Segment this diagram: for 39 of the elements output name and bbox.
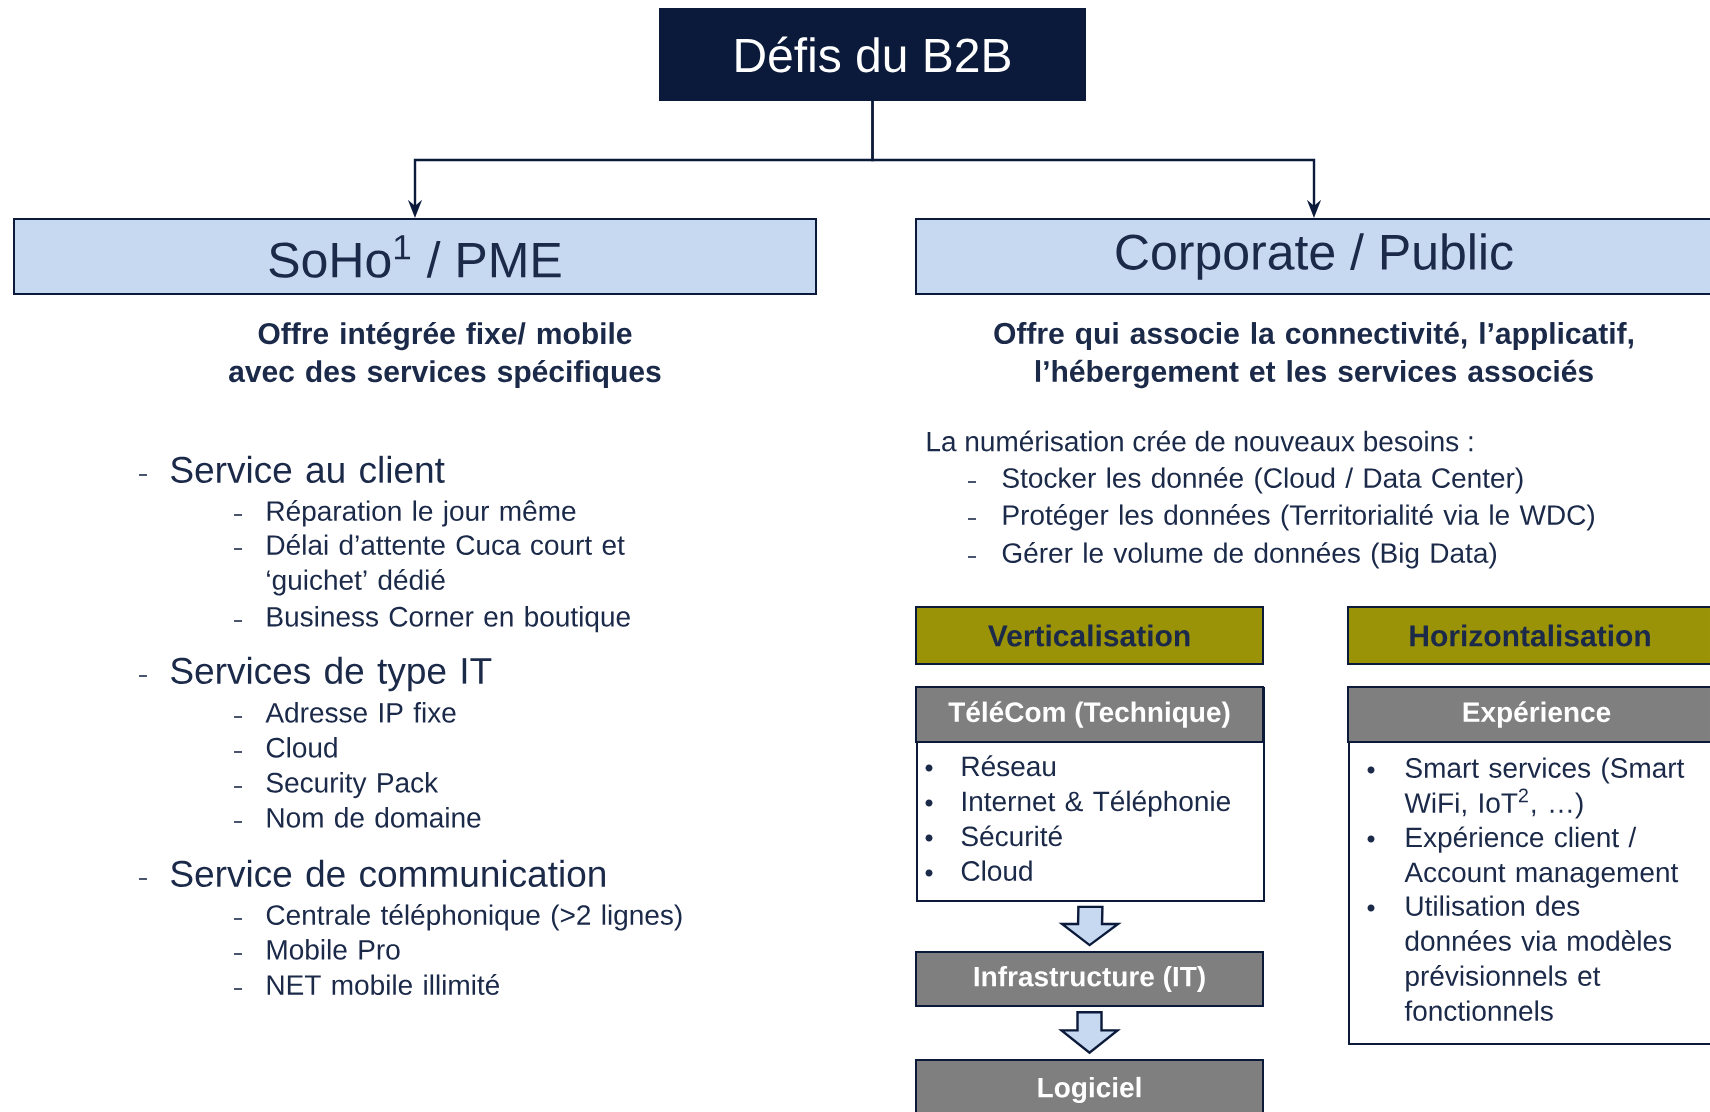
segment-box: Corporate / Public bbox=[915, 218, 1710, 295]
list-item: Business Corner en boutique bbox=[233, 606, 630, 633]
bullet-item: Sécurité bbox=[925, 825, 1062, 847]
list-card bbox=[1347, 686, 1710, 1045]
bullet-item: Smart services (Smart WiFi, IoT$^{2}$, …) bbox=[1367, 757, 1685, 819]
list-card bbox=[915, 686, 1265, 902]
intro-text: La numérisation crée de nouveaux besoins : bbox=[927, 430, 1473, 452]
bullet-item: Cloud bbox=[925, 860, 1032, 881]
list-item: Réparation le jour même bbox=[233, 500, 576, 527]
list-item: Service au client bbox=[138, 455, 445, 483]
bullet-item: Réseau bbox=[925, 755, 1056, 777]
bullet-item: Expérience client / Account management bbox=[1367, 826, 1679, 888]
list-item: Cloud bbox=[233, 737, 337, 758]
bullet-item: Utilisation des données via modèles prévisionnels et fonctionnels bbox=[1367, 895, 1672, 1021]
layer-box: Logiciel bbox=[915, 1059, 1264, 1112]
list-item: NET mobile illimité bbox=[233, 974, 500, 995]
list-item: Centrale téléphonique (>2 lignes) bbox=[233, 904, 682, 931]
list-item: Services de type IT bbox=[138, 656, 492, 692]
list-item: Security Pack bbox=[233, 772, 439, 799]
list-item: Gérer le volume de données (Big Data) bbox=[967, 542, 1497, 569]
subtitle: Offre qui associe la connectivité, l’applicatif, l’hébergement et les services associés bbox=[994, 321, 1633, 389]
list-item: Délai d’attente Cuca court et ‘guichet’ dédié bbox=[233, 534, 625, 596]
category-box: Verticalisation bbox=[915, 606, 1264, 665]
block-arrow bbox=[1058, 905, 1122, 947]
layer-box: Infrastructure (IT) bbox=[915, 951, 1264, 1007]
card-header: Expérience bbox=[1347, 686, 1710, 743]
card-header: TéléCom (Technique) bbox=[915, 686, 1264, 743]
category-box: Horizontalisation bbox=[1347, 606, 1710, 665]
list-item: Protéger les données (Territorialité via le WDC) bbox=[967, 504, 1594, 531]
bullet-item: Internet & Téléphonie bbox=[925, 790, 1230, 817]
subtitle: Offre intégrée fixe/ mobile avec des services spécifiques bbox=[229, 321, 661, 389]
list-item: Nom de domaine bbox=[233, 807, 481, 828]
list-item: Mobile Pro bbox=[233, 939, 400, 960]
list-item: Adresse IP fixe bbox=[233, 702, 456, 723]
title-box: Défis du B2B bbox=[659, 8, 1086, 101]
list-item: Service de communication bbox=[138, 859, 605, 887]
block-arrow bbox=[1058, 1011, 1121, 1055]
list-item: Stocker les donnée (Cloud / Data Center) bbox=[967, 467, 1523, 494]
segment-box: SoHo$^{1}$ / PME bbox=[13, 218, 817, 295]
